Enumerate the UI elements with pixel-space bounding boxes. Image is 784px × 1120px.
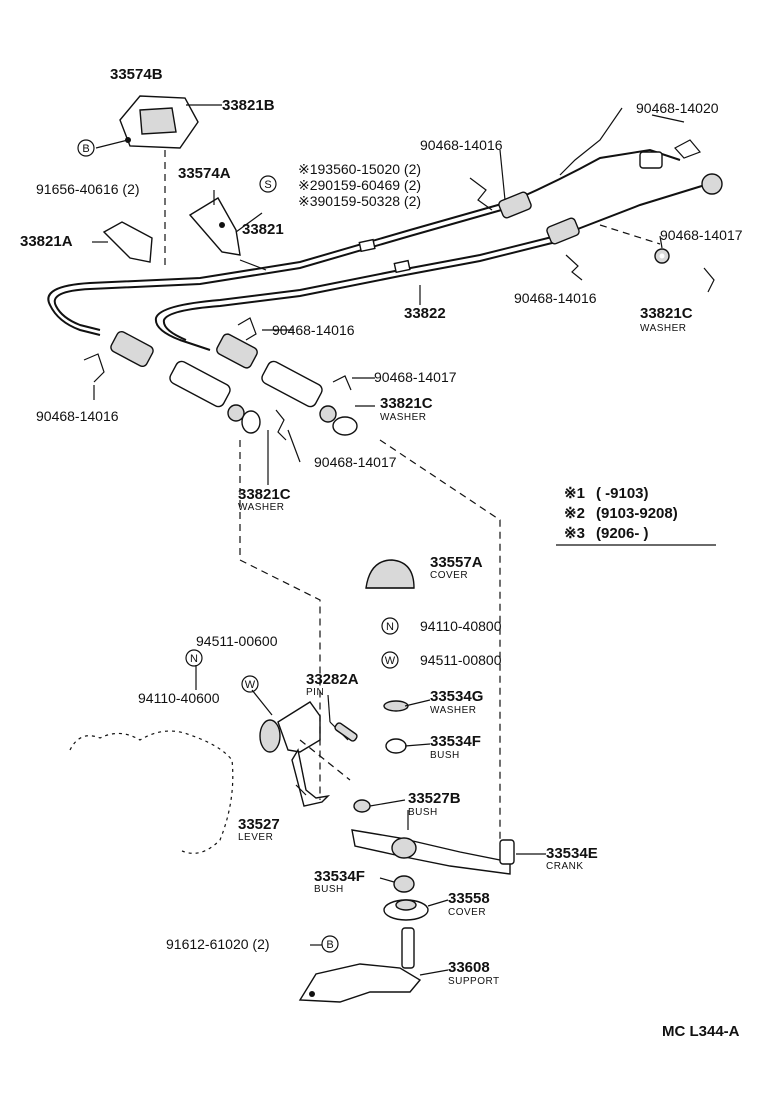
- label-90468-14016-right: 90468-14016: [514, 290, 597, 306]
- label-lever: LEVER: [238, 832, 273, 843]
- label-33821C-right: 33821C: [640, 305, 693, 322]
- label-bush-lower: BUSH: [314, 884, 344, 895]
- serial-legend: ※1 ( -9103) ※2 (9103-9208) ※3 (9206- ): [556, 485, 716, 546]
- bracket-33574A: [188, 197, 241, 256]
- small-parts-stack: [353, 700, 409, 813]
- plate-33821A: [102, 221, 153, 263]
- legend-key-2: ※2: [564, 505, 585, 522]
- cable-break-mark: [358, 238, 376, 253]
- diagram-code: MC L344-A: [662, 1023, 740, 1040]
- circle-symbol-label: S: [264, 179, 271, 191]
- label-cover-33558: COVER: [448, 907, 486, 918]
- bush-cover-lower: [383, 875, 429, 921]
- bracket-33574B: [119, 95, 199, 149]
- label-90468-14017-bottom: 90468-14017: [314, 454, 397, 470]
- label-33822: 33822: [404, 305, 446, 322]
- label-washer-middle: WASHER: [380, 412, 427, 423]
- circle-symbol-label: B: [82, 143, 89, 155]
- label-note-3: ※390159-50328 (2): [298, 193, 421, 209]
- label-33534F-lower: 33534F: [314, 868, 365, 885]
- label-33821B: 33821B: [222, 97, 275, 114]
- circle-symbol-label: B: [326, 939, 333, 951]
- label-33821: 33821: [242, 221, 284, 238]
- guide-lines: [164, 150, 661, 840]
- label-note-2: ※290159-60469 (2): [298, 177, 421, 193]
- legend-key-1: ※1: [564, 485, 585, 502]
- label-washer-right: WASHER: [640, 323, 687, 334]
- label-33527: 33527: [238, 816, 280, 833]
- label-90468-14016-middle: 90468-14016: [272, 322, 355, 338]
- label-bush-upper: BUSH: [430, 750, 460, 761]
- circle-symbol-N-left: N: [185, 649, 203, 667]
- label-33558: 33558: [448, 890, 490, 907]
- circle-symbol-label: N: [386, 621, 394, 633]
- label-33821C-left: 33821C: [238, 486, 291, 503]
- cable-end-fittings-left: [110, 330, 358, 436]
- label-note-1: ※193560-15020 (2): [298, 161, 421, 177]
- clip-icons: [83, 139, 715, 441]
- transmission-outline: [69, 730, 234, 854]
- label-33574A: 33574A: [178, 165, 231, 182]
- circle-symbol-S: S: [259, 175, 277, 193]
- label-33821A: 33821A: [20, 233, 73, 250]
- label-94511-00800: 94511-00800: [420, 652, 502, 668]
- label-support: SUPPORT: [448, 976, 500, 987]
- circle-symbol-label: N: [190, 653, 198, 665]
- label-33574B: 33574B: [110, 66, 163, 83]
- label-33821C-middle: 33821C: [380, 395, 433, 412]
- lever-33527-shape: [259, 701, 358, 807]
- label-90468-14017-right: 90468-14017: [660, 227, 743, 243]
- legend-key-3: ※3: [564, 525, 585, 542]
- cover-33557A-shape: [365, 559, 415, 589]
- cable-33822: [154, 184, 706, 351]
- crank-33534E-shape: [351, 829, 515, 875]
- label-91656-40616: 91656-40616 (2): [36, 181, 140, 197]
- circle-symbol-N-right: N: [381, 617, 399, 635]
- label-washer-33534G: WASHER: [430, 705, 477, 716]
- circle-symbol-label: W: [245, 679, 256, 691]
- label-90468-14016-top: 90468-14016: [420, 137, 503, 153]
- cable-break-mark: [393, 259, 411, 274]
- circle-symbol-W-left: W: [241, 675, 259, 693]
- label-33282A: 33282A: [306, 671, 359, 688]
- label-94110-40800: 94110-40800: [420, 618, 502, 634]
- label-washer-left: WASHER: [238, 502, 285, 513]
- label-90468-14020: 90468-14020: [636, 100, 719, 116]
- support-33608-shape: [298, 927, 422, 1003]
- legend-value-1: ( -9103): [596, 485, 649, 502]
- label-bush-33527B: BUSH: [408, 807, 438, 818]
- label-33534G: 33534G: [430, 688, 483, 705]
- legend-value-3: (9206- ): [596, 525, 649, 542]
- label-33534E: 33534E: [546, 845, 598, 862]
- label-94511-00600: 94511-00600: [196, 633, 278, 649]
- circle-symbol-W-right: W: [381, 651, 399, 669]
- label-cover-33557A: COVER: [430, 570, 468, 581]
- circle-symbol-B-bottom: B: [321, 935, 339, 953]
- label-crank: CRANK: [546, 861, 584, 872]
- label-90468-14016-left: 90468-14016: [36, 408, 119, 424]
- leader-lines: [92, 104, 685, 976]
- circle-symbol-label: W: [385, 655, 396, 667]
- label-91612-61020: 91612-61020 (2): [166, 936, 270, 952]
- label-90468-14017-middle: 90468-14017: [374, 369, 457, 385]
- cable-end-fittings-right: [498, 151, 723, 264]
- label-94110-40600: 94110-40600: [138, 690, 220, 706]
- label-33557A: 33557A: [430, 554, 483, 571]
- label-33527B: 33527B: [408, 790, 461, 807]
- circle-symbol-B-top: B: [77, 139, 95, 157]
- label-33534F-upper: 33534F: [430, 733, 481, 750]
- label-pin: PIN: [306, 687, 324, 698]
- label-33608: 33608: [448, 959, 490, 976]
- legend-value-2: (9103-9208): [596, 505, 678, 522]
